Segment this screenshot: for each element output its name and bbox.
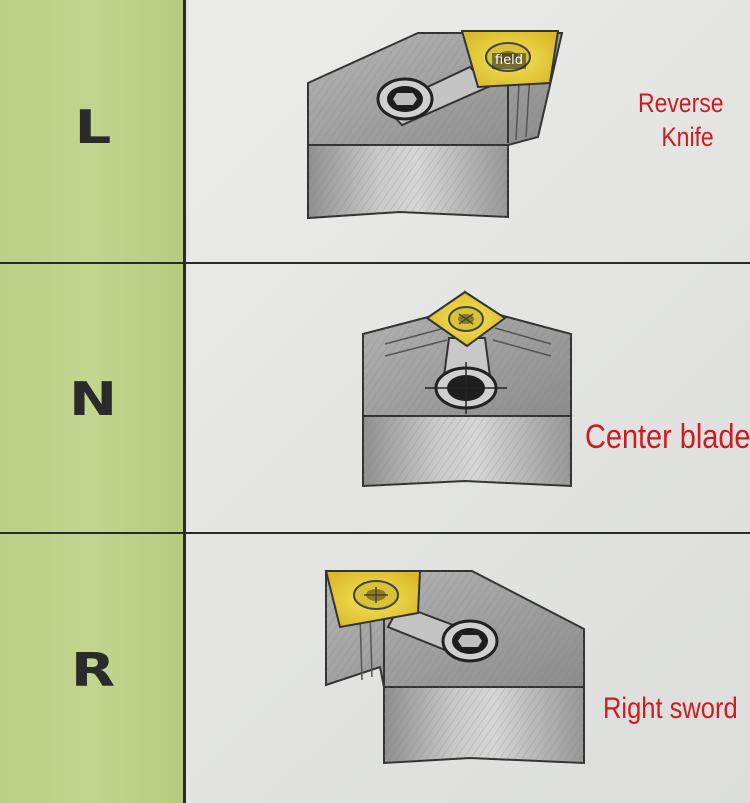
- orientation-letter-r: R: [70, 643, 116, 697]
- label-line-2: Knife: [661, 122, 714, 152]
- orientation-letter-n: N: [68, 372, 118, 426]
- label-line-1: Reverse: [638, 88, 724, 118]
- row-divider-2: [0, 532, 750, 534]
- row-divider-1: [0, 262, 750, 264]
- tool-holder-r-illustration: [324, 570, 585, 765]
- label-reverse-knife: Reverse Knife: [638, 86, 723, 154]
- orientation-letter-l: L: [74, 100, 112, 154]
- orientation-column: [0, 0, 186, 803]
- label-center-blade: Center blade: [585, 418, 750, 456]
- label-right-sword: Right sword: [603, 692, 738, 725]
- field-tag: field: [492, 53, 527, 69]
- tool-holder-n-illustration: [362, 290, 572, 488]
- tool-holder-l-illustration: [307, 30, 564, 220]
